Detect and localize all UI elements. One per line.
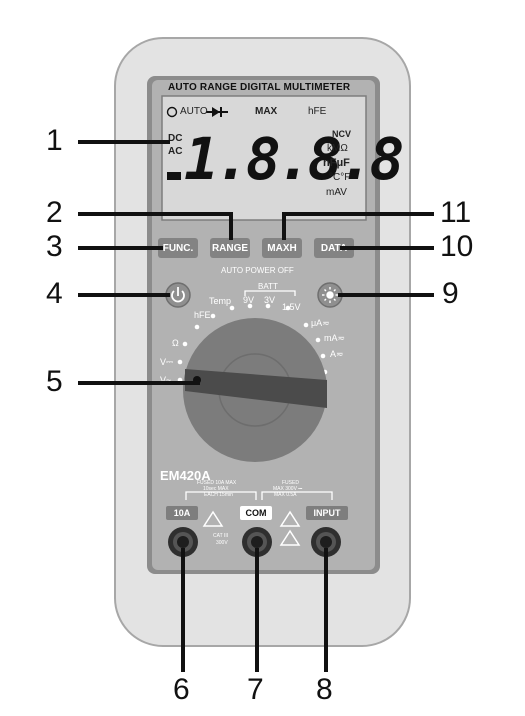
fuse-left-2: 10sec MAX (203, 486, 229, 492)
sun-icon (322, 287, 338, 303)
leader-4 (78, 293, 170, 297)
fuse-right-2: MAX 300V ⎓ (273, 486, 303, 492)
jack-input (311, 527, 341, 557)
model-label: EM420A (160, 468, 211, 483)
fuse-left-3: EACH 15min (204, 492, 233, 498)
battery-indicator (167, 172, 181, 180)
dial-temp: Temp (209, 296, 232, 306)
leader-11-drop (282, 212, 286, 240)
leader-3 (78, 246, 163, 250)
hold-icon (166, 106, 178, 118)
lcd-screen (161, 95, 367, 221)
lcd-kmohm: kMΩ (327, 143, 348, 154)
callout-8: 8 (316, 673, 333, 706)
lcd-temp: °C°F (329, 172, 351, 183)
jack-10a-label: 10A (173, 508, 191, 518)
leader-11 (282, 212, 434, 216)
leader-2 (78, 212, 233, 216)
func-button[interactable]: FUNC. (162, 243, 194, 254)
callout-6: 6 (173, 673, 190, 706)
lcd-nfuf: nFμF (323, 157, 350, 169)
lcd-digits: 1.8.8.8 (184, 125, 404, 193)
leader-8 (324, 548, 328, 672)
knob-pointer (185, 369, 327, 408)
leader-7 (255, 548, 259, 672)
dial-9v: 9V (243, 295, 255, 305)
callout-2: 2 (46, 196, 63, 229)
dial-ohm: Ω (172, 338, 179, 348)
jack-10a (168, 527, 198, 557)
maxh-button-shape (262, 238, 302, 258)
diode-icon (206, 107, 228, 117)
jack-com-label-bg (240, 506, 272, 520)
leader-10 (340, 246, 434, 250)
fuse-right-1: FUSED (282, 480, 299, 486)
callout-11: 11 (440, 196, 472, 229)
callout-1: 1 (46, 124, 63, 157)
lcd-ncv: NCV (332, 129, 352, 139)
dial-hfe: hFE (194, 310, 211, 320)
dial-1-5v: 1.5V (282, 302, 301, 312)
callout-7: 7 (247, 673, 264, 706)
dial-vdc: V⎓ (160, 357, 174, 367)
dial-vac: V~ (160, 375, 172, 385)
dial-a: A≂ (330, 349, 344, 359)
callout-4: 4 (46, 277, 63, 310)
batt-bracket (244, 290, 296, 296)
fuse-bracket-left (185, 491, 257, 500)
dial-3v: 3V (264, 295, 276, 305)
callout-10: 10 (440, 230, 474, 263)
dial-ma: mA≂ (324, 333, 346, 343)
lcd-mv: mAV (326, 187, 347, 198)
callout-9: 9 (442, 277, 459, 310)
callout-5: 5 (46, 365, 63, 398)
data-button[interactable]: DATA (320, 243, 348, 254)
leader-2-drop (229, 212, 233, 240)
fuse-left-1: FUSED 10A MAX (197, 480, 237, 486)
fuse-bracket-right (261, 491, 333, 500)
cat-rating-2: 300V (216, 540, 228, 546)
func-button-shape (158, 238, 198, 258)
auto-power-off-label: AUTO POWER OFF (221, 266, 294, 275)
lcd-hfe: hFE (308, 106, 327, 117)
power-icon (171, 290, 185, 303)
warning-icon (202, 510, 301, 546)
maxh-button[interactable]: MAXH (267, 243, 297, 254)
leader-5 (78, 381, 200, 385)
lcd-auto: AUTO (180, 106, 208, 117)
range-button[interactable]: RANGE (211, 243, 249, 254)
lcd-ac: AC (168, 146, 183, 157)
jack-10a-label-bg (166, 506, 198, 520)
range-button-shape (210, 238, 250, 258)
lcd-title: AUTO RANGE DIGITAL MULTIMETER (168, 82, 351, 93)
fuse-right-3: MAX 0.5A (274, 492, 297, 498)
leader-9 (338, 293, 434, 297)
callout-3: 3 (46, 230, 63, 263)
leader-6 (181, 548, 185, 672)
lcd-max: MAX (255, 106, 278, 117)
dial-batt: BATT (258, 282, 278, 291)
jack-com (242, 527, 272, 557)
cat-rating-1: CAT III (213, 533, 229, 539)
jack-com-label: COM (245, 508, 267, 518)
lcd-dc: DC (168, 133, 183, 144)
jack-input-label: INPUT (313, 508, 341, 518)
leader-1 (78, 140, 170, 144)
dial-ua: μA≂ (311, 318, 330, 328)
jack-input-label-bg (306, 506, 348, 520)
data-button-shape (314, 238, 354, 258)
